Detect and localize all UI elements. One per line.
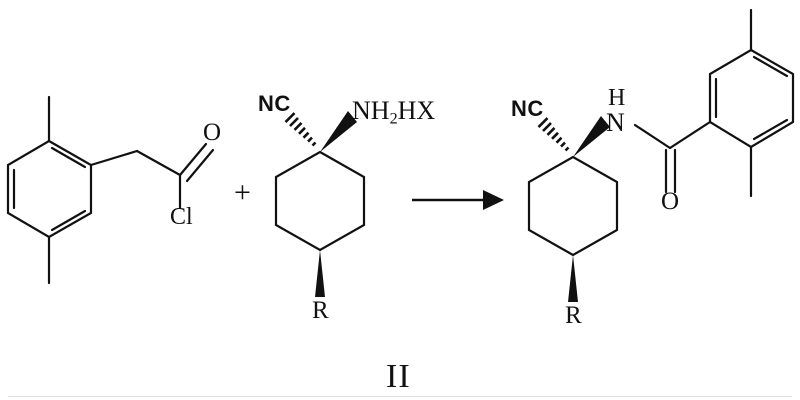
bond-carbonyl-to-aryl (668, 120, 712, 150)
bold-wedge-r-product (568, 255, 578, 302)
carbonyl-double-bond-left (178, 142, 215, 183)
bond-nitrogen-to-carbonyl (633, 123, 672, 150)
bond-ch2-to-carbonyl (135, 149, 182, 177)
nitrile-label-product: NC (511, 96, 544, 121)
hashed-wedge-nitrile-product (537, 117, 570, 152)
figure-caption: II (386, 358, 411, 395)
product-structure (527, 8, 795, 257)
substituent-label-product: R (565, 302, 582, 329)
nitrile-label-reactant: NC (258, 91, 291, 116)
substituent-label-reactant: R (312, 297, 329, 324)
amine-salt-prefix: NH (352, 96, 390, 125)
hashed-wedge-nitrile-middle (284, 112, 317, 147)
reactant-2-structure (274, 150, 366, 252)
amide-hydrogen-label-product: H (608, 85, 626, 111)
amide-nitrogen-label-product: N (606, 108, 625, 137)
amine-salt-subscript: 2 (389, 110, 398, 128)
cyclohexane-ring-middle (274, 150, 366, 252)
bold-wedge-r-middle (315, 250, 325, 297)
carbonyl-oxygen-label-product: O (661, 188, 680, 215)
carbonyl-oxygen-label-reactant: O (203, 119, 222, 146)
plus-operator: + (234, 176, 251, 209)
benzene-ring-left (6, 139, 93, 239)
bold-wedge-amide-product (573, 116, 610, 157)
bottom-divider (8, 396, 792, 397)
cyclohexane-ring-product (527, 155, 619, 257)
amine-salt-suffix: HX (397, 96, 436, 125)
chlorine-label-reactant: Cl (170, 204, 193, 230)
reactant-1-structure (6, 95, 215, 285)
reaction-arrow (412, 190, 504, 210)
bond-ring-to-ch2 (89, 149, 139, 167)
bold-wedge-amine-middle (320, 111, 357, 152)
benzene-ring-right (708, 48, 795, 149)
carbonyl-double-bond-product (664, 148, 677, 194)
amine-salt-label-reactant: NH2HX (352, 98, 435, 128)
